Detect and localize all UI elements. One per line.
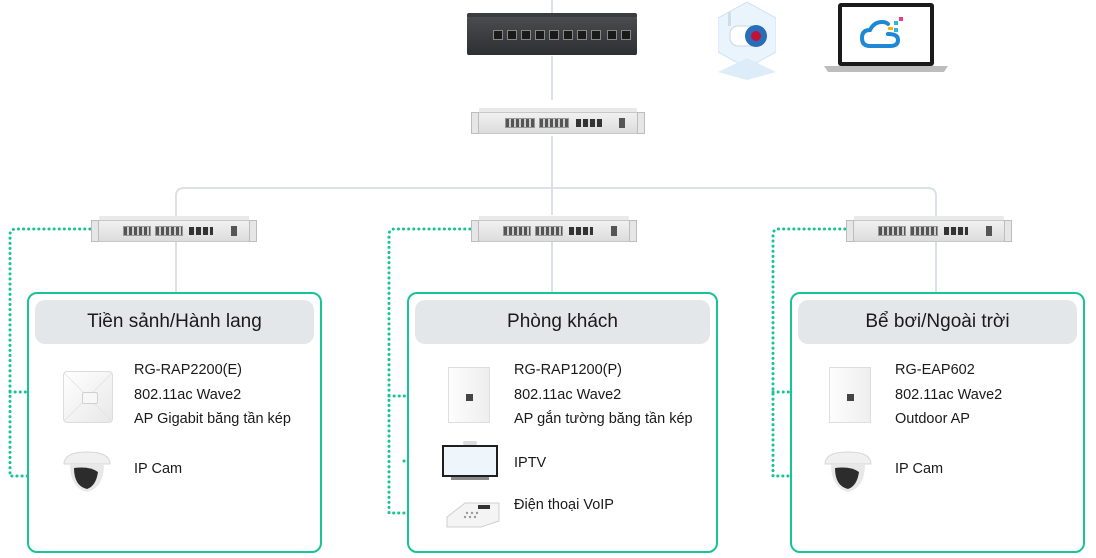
tv-icon [442,441,498,480]
voip-phone-icon [446,502,500,528]
dotted-link-zone3-switch [771,227,852,478]
zone-title: Phòng khách [415,300,710,344]
access-switch-zone3-icon [846,220,1012,242]
cloud-camera-icon [718,2,776,80]
ceiling-ap-icon [63,371,113,423]
dome-camera-icon [824,451,872,492]
device-label: IPTV [514,455,547,471]
dome-camera-icon [63,451,111,492]
device-label: Điện thoại VoIP [514,497,614,513]
access-switch-zone1-icon [91,220,257,242]
aggregation-switch-icon [471,112,645,134]
device-label: IP Cam [895,461,944,477]
device-label: IP Cam [134,461,183,477]
device-label: RG-RAP1200(P) 802.11ac Wave2 AP gắn tườn… [514,362,693,427]
access-switch-zone2-icon [471,220,637,242]
device-label: RG-RAP2200(E) 802.11ac Wave2 AP Gigabit … [134,362,291,427]
zone-title: Bể bơi/Ngoài trời [798,300,1077,344]
wall-ap-icon [448,367,490,423]
poe-switch-icon [467,17,637,55]
zone-title: Tiền sảnh/Hành lang [35,300,314,344]
device-label: RG-EAP602 802.11ac Wave2 Outdoor AP [895,362,1003,427]
wall-ap-icon [829,367,871,423]
trunk-line-horizontal [175,187,937,292]
zone-pool-outdoor: Bể bơi/Ngoài trời [790,292,1085,553]
cloud-management-laptop-icon [824,3,948,72]
dotted-link-zone2-switch [387,227,477,515]
